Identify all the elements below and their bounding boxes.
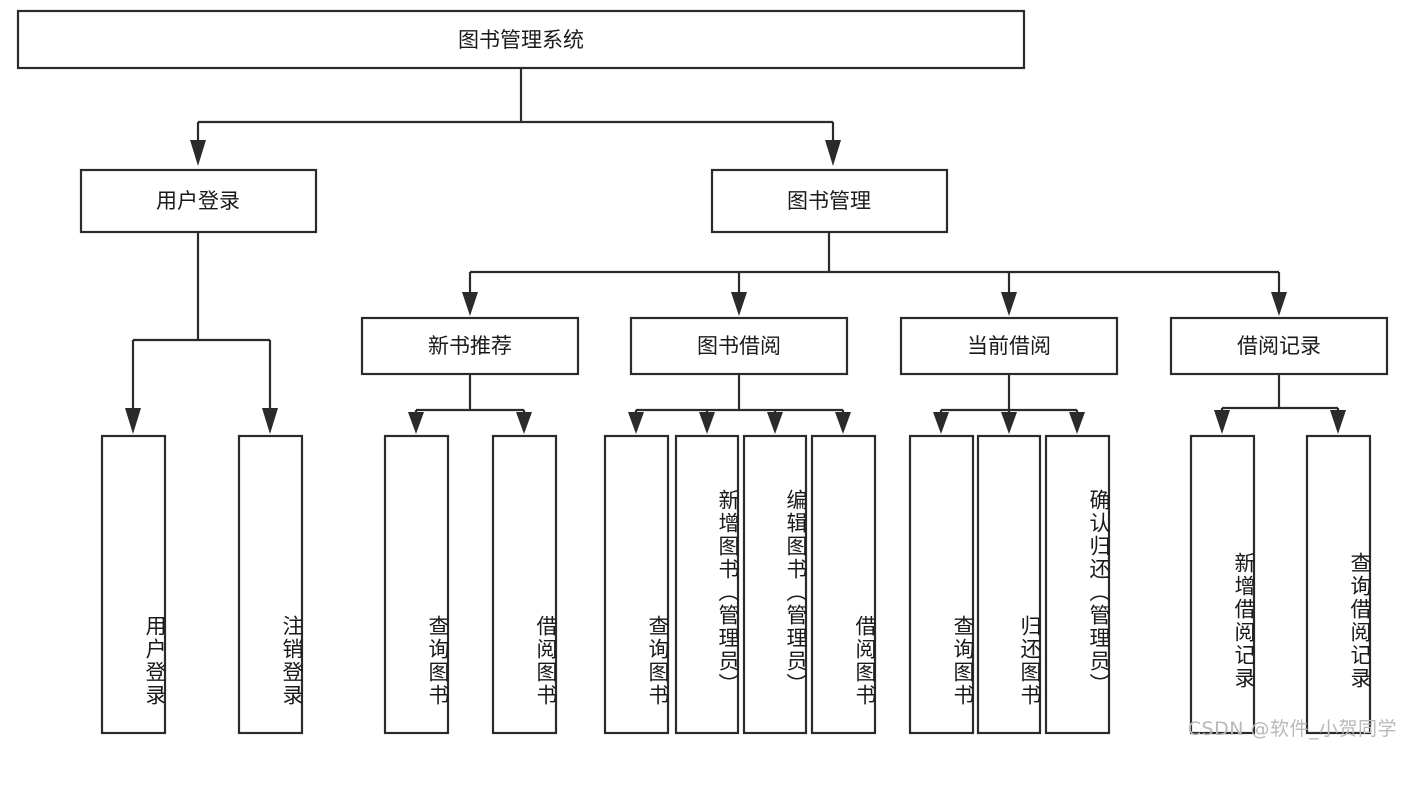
node-borrow-record-label: 借阅记录 (1237, 334, 1321, 358)
arrowhead-to-leaf-bb-query (628, 412, 644, 434)
node-user-login-label: 用户登录 (156, 189, 240, 213)
node-book-borrow-box[interactable] (629, 316, 849, 376)
leaf-box-br-add[interactable] (1189, 434, 1256, 735)
arrowhead-to-user-login (190, 140, 206, 166)
node-current-borrow-label: 当前借阅 (967, 334, 1051, 358)
arrowhead-to-leaf-cb-return (1001, 412, 1017, 434)
flowchart-svg: 图书管理系统 用户登录 图书管理 (16, 9, 1389, 735)
arrowhead-to-leaf-user-login (125, 408, 141, 434)
arrowhead-to-leaf-rec-query (408, 412, 424, 434)
connector-borrow-record-to-leaves (1214, 374, 1346, 434)
connector-book-manage-to-level3 (462, 232, 1287, 316)
node-new-book-rec-label: 新书推荐 (428, 334, 512, 358)
node-root-label: 图书管理系统 (458, 28, 584, 52)
watermark-text: CSDN @软件_小贺同学 (1187, 718, 1397, 740)
arrowhead-to-book-manage (825, 140, 841, 166)
arrowhead-to-borrow-record (1271, 292, 1287, 316)
arrowhead-to-leaf-rec-borrow (516, 412, 532, 434)
leaf-box-bb-query[interactable] (603, 434, 670, 735)
leaf-box-bb-edit[interactable] (742, 434, 808, 735)
node-book-manage-box[interactable] (710, 168, 949, 234)
leaf-box-rec-borrow[interactable] (491, 434, 558, 735)
arrowhead-to-leaf-bb-edit (767, 412, 783, 434)
leaf-box-cb-return[interactable] (976, 434, 1042, 735)
arrowhead-to-leaf-cb-confirm (1069, 412, 1085, 434)
arrowhead-to-book-borrow (731, 292, 747, 316)
leaf-box-cb-query[interactable] (908, 434, 975, 735)
node-borrow-record-box[interactable] (1169, 316, 1389, 376)
node-book-manage[interactable]: 图书管理 (710, 168, 949, 234)
flowchart-canvas: 图书管理系统 用户登录 图书管理 (16, 9, 1397, 740)
arrowhead-to-leaf-logout (262, 408, 278, 434)
node-root[interactable]: 图书管理系统 (16, 9, 1026, 70)
connector-root-to-level2 (190, 68, 841, 166)
node-current-borrow[interactable]: 当前借阅 (899, 316, 1119, 376)
arrowhead-to-current-borrow (1001, 292, 1017, 316)
arrowhead-to-leaf-bb-add (699, 412, 715, 434)
leaf-box-logout[interactable] (237, 434, 304, 735)
node-new-book-rec[interactable]: 新书推荐 (360, 316, 580, 376)
leaf-box-user-login[interactable] (100, 434, 167, 735)
arrowhead-to-leaf-br-add (1214, 410, 1230, 434)
leaf-box-cb-confirm[interactable] (1044, 434, 1111, 735)
connector-user-login-to-leaves (125, 232, 278, 434)
node-current-borrow-box[interactable] (899, 316, 1119, 376)
node-user-login[interactable]: 用户登录 (79, 168, 318, 234)
connector-new-book-rec-to-leaves (408, 374, 532, 434)
connector-book-borrow-to-leaves (628, 374, 851, 434)
node-borrow-record[interactable]: 借阅记录 (1169, 316, 1389, 376)
leaf-box-br-query[interactable] (1305, 434, 1372, 735)
node-root-box[interactable] (16, 9, 1026, 70)
node-new-book-rec-box[interactable] (360, 316, 580, 376)
leaf-box-rec-query[interactable] (383, 434, 450, 735)
leaf-box-bb-add[interactable] (674, 434, 740, 735)
leaf-box-bb-borrow[interactable] (810, 434, 877, 735)
arrowhead-to-leaf-cb-query (933, 412, 949, 434)
node-book-manage-label: 图书管理 (787, 189, 871, 213)
arrowhead-to-leaf-br-query (1330, 410, 1346, 434)
arrowhead-to-new-book-rec (462, 292, 478, 316)
node-book-borrow[interactable]: 图书借阅 (629, 316, 849, 376)
node-book-borrow-label: 图书借阅 (697, 334, 781, 358)
arrowhead-to-leaf-bb-borrow (835, 412, 851, 434)
leaf-boxes-group (100, 434, 1372, 735)
connector-current-borrow-to-leaves (933, 374, 1085, 434)
